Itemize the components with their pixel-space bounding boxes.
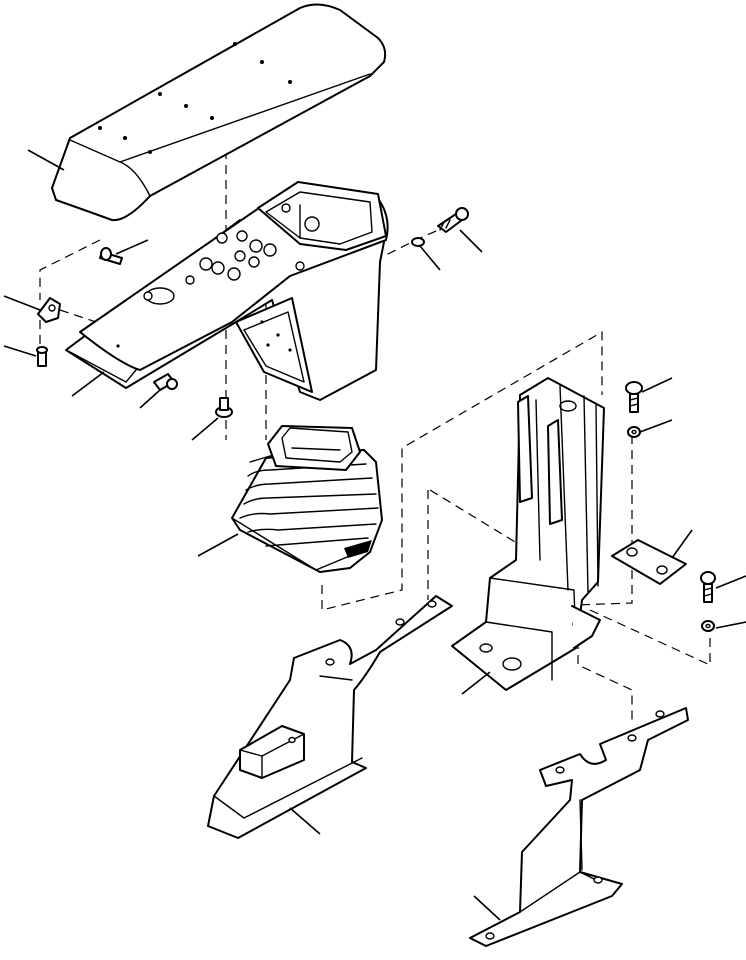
- leader-line: [197, 533, 239, 557]
- washer-icon: [411, 237, 425, 247]
- leader-line: [671, 529, 693, 559]
- leader-line: [639, 419, 673, 433]
- bolt-icon: [36, 346, 48, 367]
- leader-line: [419, 245, 441, 271]
- leader-line: [115, 239, 149, 255]
- screw-icon: [99, 247, 123, 265]
- console-housing: [65, 181, 389, 401]
- callout-leaders: [3, 149, 746, 921]
- spacer-plate: [611, 539, 687, 585]
- deck-holes: [143, 203, 320, 305]
- leader-line: [139, 389, 161, 409]
- washer-icon: [701, 620, 715, 632]
- leader-line: [27, 149, 65, 171]
- leader-line: [461, 671, 491, 695]
- leader-line: [191, 417, 219, 441]
- hardware: [36, 207, 716, 632]
- clip-icon: [37, 297, 61, 323]
- leader-line: [473, 895, 501, 921]
- leader-line: [3, 295, 41, 311]
- bolt-icon: [700, 571, 716, 603]
- leader-line: [289, 807, 321, 835]
- bolt-icon: [437, 207, 469, 233]
- right-mounting-bracket: [469, 707, 689, 947]
- leader-line: [715, 621, 746, 629]
- bolt-icon: [153, 373, 178, 391]
- leader-line: [71, 371, 105, 397]
- leader-line: [3, 345, 37, 357]
- leader-line: [715, 575, 746, 589]
- leader-line: [641, 377, 673, 393]
- stud-icon: [215, 397, 233, 418]
- armrest-cushion: [51, 3, 387, 222]
- left-mounting-bracket: [207, 595, 453, 839]
- leader-line: [459, 229, 483, 253]
- center-support-bracket: [451, 377, 605, 691]
- washer-icon: [627, 426, 641, 438]
- dust-boot: [231, 425, 383, 573]
- bolt-icon: [625, 381, 643, 413]
